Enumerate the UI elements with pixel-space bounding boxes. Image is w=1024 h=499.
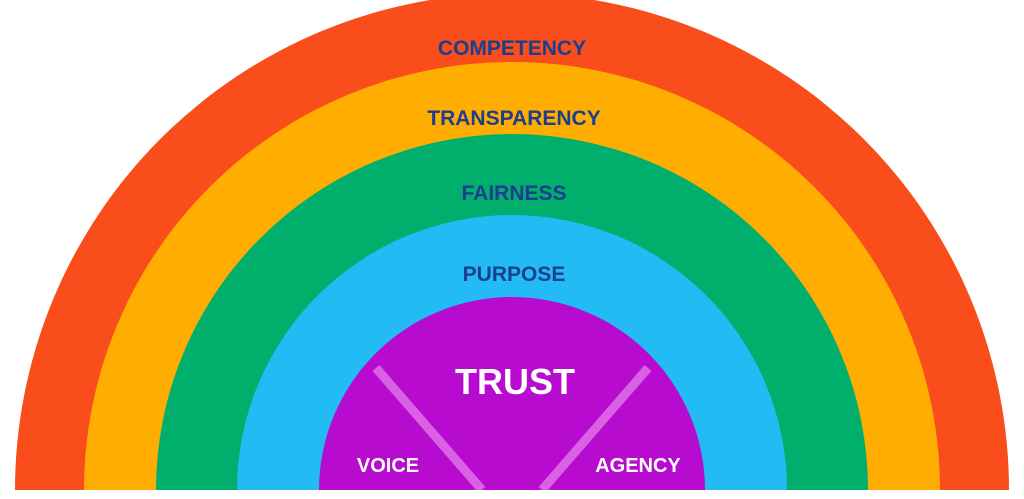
label-transparency: TRANSPARENCY <box>427 107 600 130</box>
label-fairness: FAIRNESS <box>461 182 566 205</box>
trust-core <box>319 297 705 490</box>
label-competency: COMPETENCY <box>438 37 586 60</box>
label-voice: VOICE <box>357 455 419 477</box>
label-agency: AGENCY <box>595 455 681 477</box>
core-divider-right <box>538 365 652 493</box>
label-trust: TRUST <box>455 361 575 402</box>
bottom-margin <box>0 490 1024 499</box>
label-purpose: PURPOSE <box>463 263 566 286</box>
core-divider-left <box>372 365 486 493</box>
